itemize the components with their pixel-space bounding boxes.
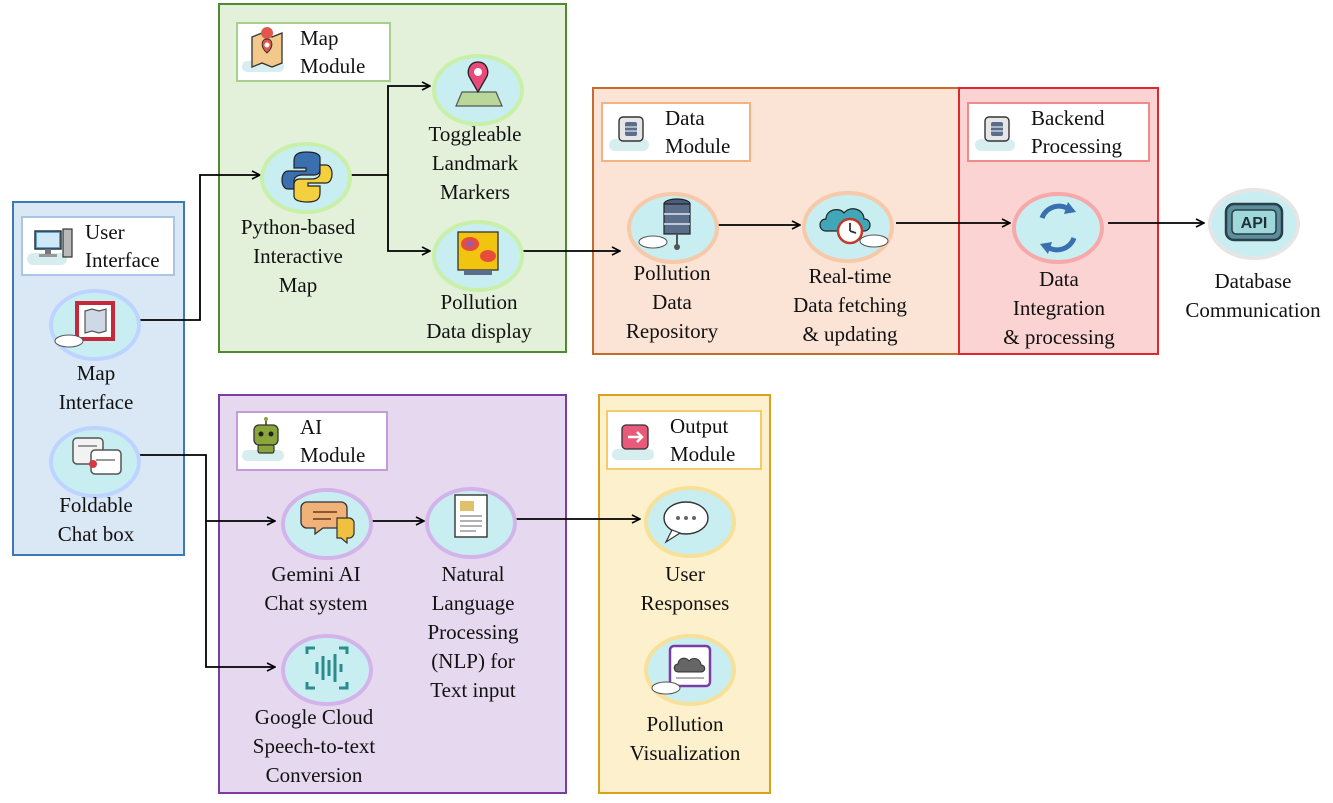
label-line: Toggleable	[428, 122, 522, 146]
header-line: Backend	[1031, 106, 1105, 130]
label-line: Pollution	[440, 290, 518, 314]
label-line: & processing	[1003, 325, 1115, 349]
folded-map-icon	[242, 27, 284, 72]
header-line: Module	[300, 54, 366, 78]
label-line: Chat box	[57, 522, 135, 546]
pollution-repository-label: Pollution Data Repository	[602, 259, 742, 346]
label-line: Interface	[58, 390, 134, 414]
server-icon	[975, 116, 1015, 151]
database-communication-label: Database Communication	[1173, 267, 1333, 325]
label-line: Natural	[441, 562, 505, 586]
label-line: Conversion	[265, 763, 363, 787]
sync-icon	[1012, 192, 1104, 264]
header-line: Module	[665, 134, 731, 158]
label-line: Data fetching	[793, 293, 907, 317]
label-line: Integration	[1012, 296, 1106, 320]
database-icon	[609, 116, 649, 151]
label-line: Speech-to-text	[252, 734, 376, 758]
label-line: Chat system	[264, 591, 368, 615]
speech-bubble-icon	[644, 486, 736, 558]
smog-cloud-icon	[644, 634, 736, 706]
arrow-chatbox-to-gemini	[136, 454, 275, 521]
user-responses-label: User Responses	[615, 560, 755, 618]
label-line: Google Cloud	[254, 705, 374, 729]
python-map-label: Python-based Interactive Map	[218, 213, 378, 300]
arrow-chatbox-to-speech	[205, 521, 275, 667]
label-line: Data	[1039, 267, 1079, 291]
header-line: AI	[300, 415, 323, 439]
label-line: Database	[1214, 269, 1292, 293]
label-line: Python-based	[240, 215, 356, 239]
cloud-clock-icon	[802, 191, 894, 263]
header-line: Module	[300, 443, 366, 467]
landmark-markers-label: Toggleable Landmark Markers	[405, 120, 545, 207]
label-line: Data display	[426, 319, 532, 343]
nlp-label: Natural Language Processing (NLP) for Te…	[403, 560, 543, 705]
voice-scan-icon	[281, 634, 373, 706]
label-line: Landmark	[431, 151, 519, 175]
robot-icon	[242, 417, 284, 461]
ai-module-header: AI Module	[236, 411, 388, 471]
label-line: Responses	[640, 591, 730, 615]
chat-window-icon	[49, 426, 141, 498]
computer-icon	[27, 228, 73, 265]
output-icon	[612, 424, 654, 460]
gemini-label: Gemini AI Chat system	[241, 560, 391, 618]
header-line: Module	[670, 442, 736, 466]
label-line: Communication	[1185, 298, 1321, 322]
api-icon: API	[1208, 188, 1300, 260]
header-line: Map	[300, 26, 339, 50]
label-line: User	[665, 562, 705, 586]
python-icon	[260, 142, 352, 214]
api-icon-text: API	[1241, 215, 1268, 232]
document-icon	[425, 487, 517, 559]
label-line: Markers	[440, 180, 510, 204]
label-line: Pollution	[633, 261, 711, 285]
label-line: Pollution	[646, 712, 724, 736]
arrow-python-to-landmark	[340, 86, 430, 176]
label-line: (NLP) for	[431, 649, 515, 673]
arrow-map-interface-to-python-map	[136, 175, 260, 321]
label-line: Interactive	[253, 244, 343, 268]
map-interface-label: Map Interface	[36, 359, 156, 417]
label-line: Map	[76, 361, 116, 385]
label-line: Map	[278, 273, 318, 297]
label-line: Language	[431, 591, 515, 615]
arrow-python-to-pollution-display	[387, 175, 430, 251]
label-line: Gemini AI	[271, 562, 361, 586]
map-frame-icon	[49, 289, 141, 361]
integration-label: Data Integration & processing	[984, 265, 1134, 352]
speech-label: Google Cloud Speech-to-text Conversion	[232, 703, 396, 790]
label-line: Processing	[427, 620, 519, 644]
chat-bubbles-icon	[281, 488, 373, 560]
label-line: Visualization	[629, 741, 741, 765]
header-line: User	[85, 220, 125, 244]
label-line: Data	[652, 290, 692, 314]
header-line: Interface	[85, 248, 160, 272]
label-line: Repository	[625, 319, 719, 343]
location-pin-icon	[432, 54, 524, 126]
heatmap-icon	[432, 220, 524, 292]
header-line: Output	[670, 414, 729, 438]
chat-box-label: Foldable Chat box	[36, 491, 156, 549]
pollution-display-label: Pollution Data display	[404, 288, 554, 346]
label-line: Text input	[430, 678, 516, 702]
header-line: Processing	[1031, 134, 1122, 158]
realtime-label: Real-time Data fetching & updating	[772, 262, 928, 349]
database-icon	[627, 192, 719, 264]
label-line: Real-time	[808, 264, 892, 288]
header-line: Data	[665, 106, 705, 130]
label-line: & updating	[802, 322, 898, 346]
label-line: Foldable	[59, 493, 133, 517]
pollution-visualization-label: Pollution Visualization	[605, 710, 765, 768]
